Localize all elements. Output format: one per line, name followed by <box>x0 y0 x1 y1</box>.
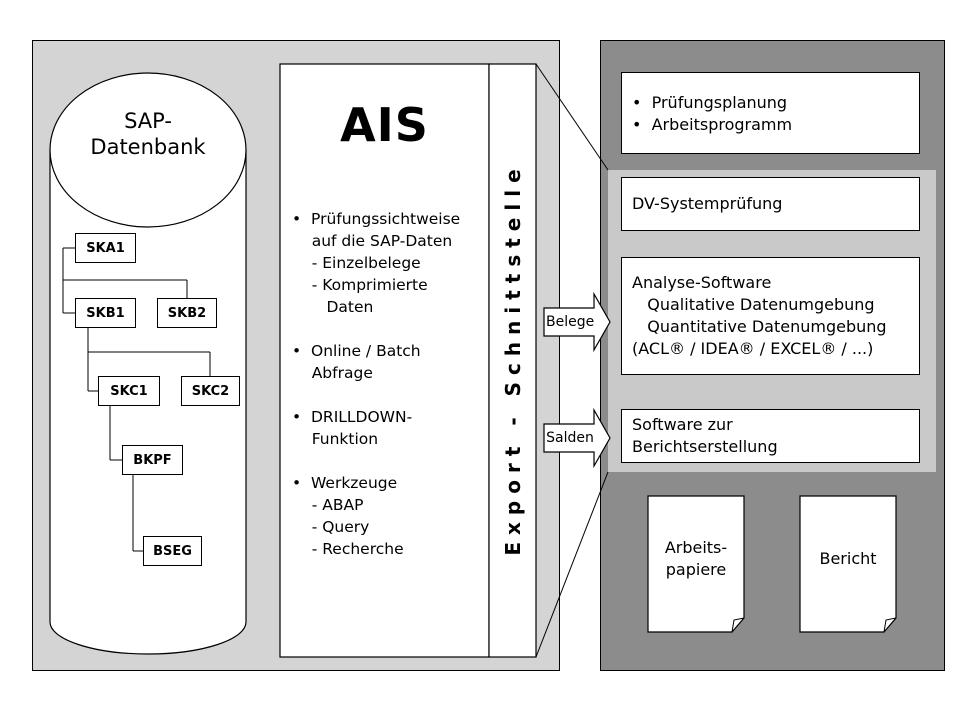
ais-box <box>279 63 490 658</box>
report-software-text: Software zur Berichtserstellung <box>632 415 778 456</box>
dv-system-text: DV-Systemprüfung <box>632 194 783 213</box>
salden-label: Salden <box>546 430 594 446</box>
database-cylinder-top <box>49 72 247 228</box>
belege-label: Belege <box>546 314 595 330</box>
node-skb1: SKB1 <box>75 298 136 328</box>
node-skc2: SKC2 <box>181 376 240 406</box>
database-title-line2: Datenbank <box>90 135 206 159</box>
table-hierarchy-lines <box>62 247 211 552</box>
node-ska1: SKA1 <box>75 233 136 263</box>
node-bseg: BSEG <box>143 536 202 566</box>
belege-arrow <box>543 291 611 353</box>
node-skb2: SKB2 <box>157 298 217 328</box>
export-interface-bar <box>488 63 537 658</box>
connector-line-top <box>535 63 609 171</box>
connector-line-bottom <box>535 471 609 658</box>
workpapers-label: Arbeits- papiere <box>664 538 728 579</box>
ais-feature-list: • Prüfungssichtweise auf die SAP-Daten -… <box>292 210 461 558</box>
dv-system-box: DV-Systemprüfung <box>621 177 920 231</box>
planning-box: • Prüfungsplanung • Arbeitsprogramm <box>621 72 920 154</box>
report-document <box>799 495 897 633</box>
ais-title: AIS <box>340 98 429 152</box>
database-title-line1: SAP- <box>124 109 172 133</box>
analysis-software-text: Analyse-Software Qualitative Datenumgebu… <box>632 273 887 358</box>
node-skc1: SKC1 <box>98 376 160 406</box>
salden-arrow <box>543 407 611 469</box>
node-bkpf: BKPF <box>122 445 183 475</box>
report-software-box: Software zur Berichtserstellung <box>621 409 920 463</box>
workpapers-document <box>647 495 745 633</box>
planning-text: • Prüfungsplanung • Arbeitsprogramm <box>632 93 793 134</box>
export-interface-label: Export - Schnittstelle <box>501 162 525 556</box>
database-title: SAP- Datenbank <box>60 108 236 160</box>
analysis-software-box: Analyse-Software Qualitative Datenumgebu… <box>621 257 920 375</box>
report-label: Bericht <box>819 549 877 568</box>
